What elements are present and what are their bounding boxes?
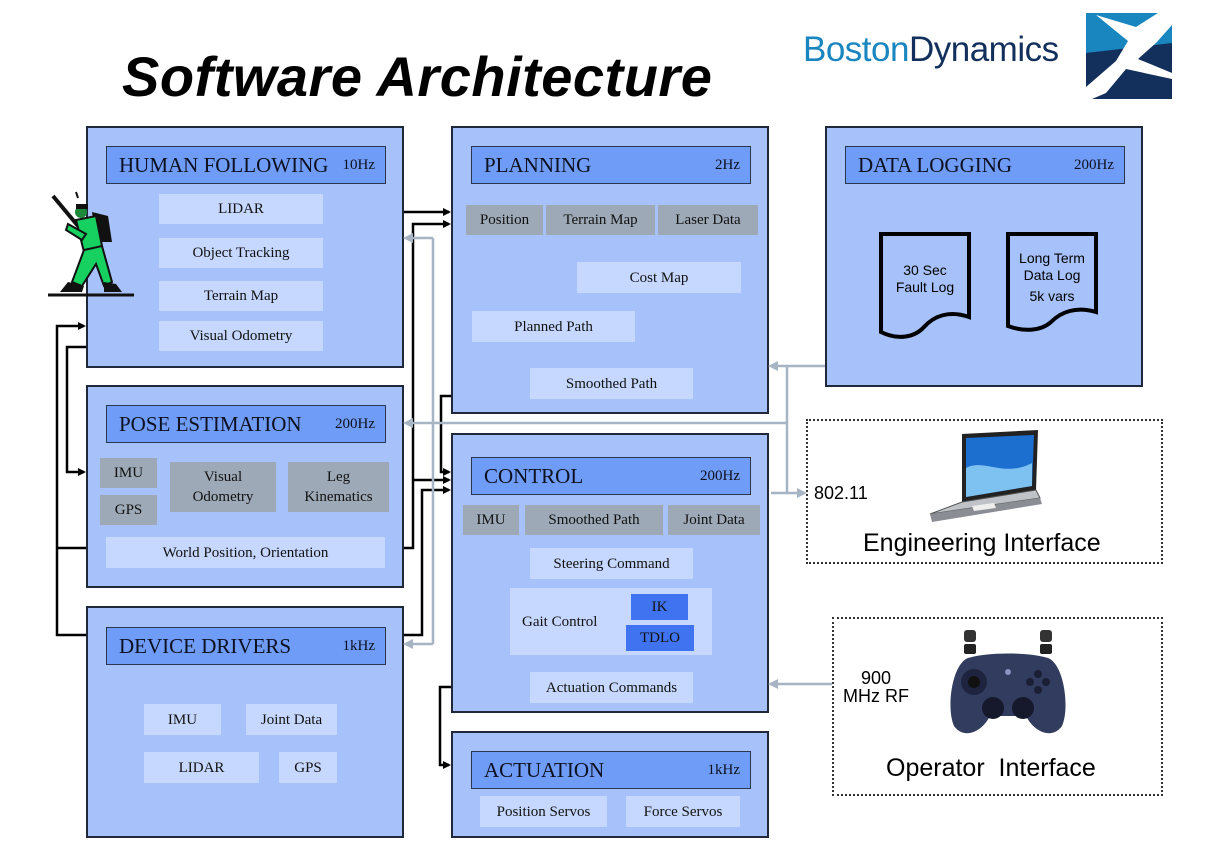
driver-gps: GPS <box>279 752 337 783</box>
module-rate: 2Hz <box>715 156 740 173</box>
driver-joint-data: Joint Data <box>246 704 337 735</box>
link-control-to-actuation <box>438 685 451 769</box>
module-actuation: ACTUATION 1kHz Position Servos Force Ser… <box>451 731 769 838</box>
module-planning: PLANNING 2Hz Position Terrain Map Laser … <box>451 126 769 414</box>
gait-sub-tdlo: TDLO <box>626 625 694 651</box>
module-name: ACTUATION <box>484 757 605 782</box>
module-header: DEVICE DRIVERS 1kHz <box>106 627 386 665</box>
input-visual-odometry-label: Visual Odometry <box>192 469 254 505</box>
input-visual-odometry: Visual Odometry <box>170 462 276 512</box>
engineering-interface-label: Engineering Interface <box>863 529 1101 557</box>
item-force-servos: Force Servos <box>626 796 740 827</box>
output-world-position: World Position, Orientation <box>106 537 385 568</box>
link-drivers-to-control <box>404 486 451 637</box>
module-human-following: HUMAN FOLLOWING 10Hz LIDAR Object Tracki… <box>86 126 404 368</box>
long-term-log-line3: 5k vars <box>1029 288 1075 304</box>
link-802-11-label: 802.11 <box>814 483 868 503</box>
boston-dynamics-logo-icon <box>1086 13 1172 99</box>
operator-interface-label: Operator Interface <box>886 754 1096 782</box>
module-name: CONTROL <box>484 463 584 488</box>
module-device-drivers: DEVICE DRIVERS 1kHz IMU Joint Data LIDAR… <box>86 606 404 838</box>
long-term-log-label: Long Term Data Log 5k vars <box>1006 250 1098 305</box>
gamepad-icon <box>950 630 1066 734</box>
link-900mhz-label: 900 MHz RF <box>840 669 912 705</box>
module-header: ACTUATION 1kHz <box>471 751 751 789</box>
step-smoothed-path: Smoothed Path <box>530 368 693 399</box>
module-rate: 200Hz <box>1074 156 1114 173</box>
module-rate: 1kHz <box>342 637 376 654</box>
link-hf-to-pose <box>65 345 86 476</box>
long-term-log-line1: Long Term <box>1019 250 1085 266</box>
step-planned-path: Planned Path <box>472 311 635 342</box>
driver-lidar: LIDAR <box>144 752 259 783</box>
module-name: DATA LOGGING <box>858 152 1013 177</box>
fault-log-line1: 30 Sec <box>903 262 947 278</box>
module-pose-estimation: POSE ESTIMATION 200Hz IMU GPS Visual Odo… <box>86 385 404 588</box>
input-leg-kinematics-label: Leg Kinematics <box>304 469 373 505</box>
item-object-tracking: Object Tracking <box>159 238 323 268</box>
module-name: DEVICE DRIVERS <box>119 633 292 658</box>
module-name: POSE ESTIMATION <box>119 411 302 436</box>
soldier-figure-icon <box>48 191 134 297</box>
module-header: HUMAN FOLLOWING 10Hz <box>106 146 386 184</box>
module-header: PLANNING 2Hz <box>471 146 751 184</box>
module-rate: 10Hz <box>342 156 376 173</box>
link-900mhz-line1: 900 <box>860 668 892 688</box>
input-laser-data: Laser Data <box>658 205 758 235</box>
input-terrain-map: Terrain Map <box>546 205 655 235</box>
step-cost-map: Cost Map <box>577 262 741 293</box>
module-header: POSE ESTIMATION 200Hz <box>106 405 386 443</box>
module-rate: 1kHz <box>707 761 741 778</box>
document-icon <box>1006 232 1098 332</box>
brand-part2: Dynamics <box>908 30 1059 69</box>
page-title: Software Architecture <box>122 45 713 108</box>
brand-wordmark: BostonDynamics <box>803 30 1059 70</box>
module-rate: 200Hz <box>700 467 740 484</box>
input-smoothed-path: Smoothed Path <box>525 505 663 535</box>
link-drivers-to-hf <box>55 322 86 637</box>
input-imu: IMU <box>100 458 157 488</box>
fault-log-label: 30 Sec Fault Log <box>879 262 971 296</box>
link-planning-to-control <box>439 394 451 476</box>
step-steering-command: Steering Command <box>530 548 693 579</box>
module-name: HUMAN FOLLOWING <box>119 152 329 177</box>
module-control: CONTROL 200Hz IMU Smoothed Path Joint Da… <box>451 433 769 713</box>
link-pose-to-planning <box>404 220 451 550</box>
step-gait-control-label: Gait Control <box>522 613 598 630</box>
fault-log-line2: Fault Log <box>895 279 955 295</box>
gait-sub-ik: IK <box>631 594 688 620</box>
step-actuation-commands: Actuation Commands <box>530 672 693 703</box>
brand-part1: Boston <box>803 30 909 69</box>
module-name: PLANNING <box>484 152 592 177</box>
input-leg-kinematics: Leg Kinematics <box>288 462 389 512</box>
module-header: CONTROL 200Hz <box>471 457 751 495</box>
input-gps: GPS <box>100 495 157 525</box>
long-term-log-line2: Data Log <box>1023 267 1081 283</box>
item-position-servos: Position Servos <box>480 796 607 827</box>
input-imu: IMU <box>463 505 519 535</box>
item-visual-odometry: Visual Odometry <box>159 321 323 351</box>
link-900mhz-line2: MHz RF <box>843 686 909 706</box>
document-icon <box>879 232 971 339</box>
module-rate: 200Hz <box>335 415 375 432</box>
item-terrain-map: Terrain Map <box>159 281 323 311</box>
laptop-icon <box>929 430 1042 522</box>
item-lidar: LIDAR <box>159 194 323 224</box>
input-joint-data: Joint Data <box>668 505 760 535</box>
module-data-logging: DATA LOGGING 200Hz 30 Sec Fault Log Long… <box>825 126 1143 387</box>
driver-imu: IMU <box>144 704 221 735</box>
input-position: Position <box>466 205 543 235</box>
module-header: DATA LOGGING 200Hz <box>845 146 1125 184</box>
link-to-drivers <box>406 414 435 644</box>
